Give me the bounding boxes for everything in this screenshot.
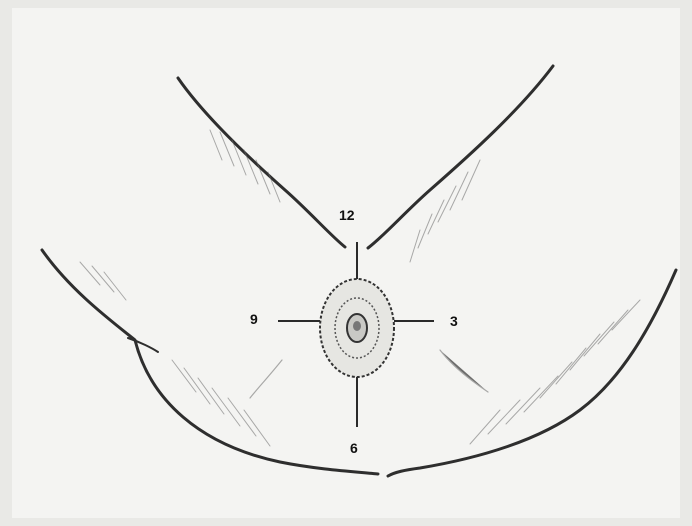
label-12-oclock: 12 [339,207,355,223]
label-6-oclock: 6 [350,440,358,456]
label-9-oclock: 9 [250,311,258,327]
paper-sheet [12,8,680,518]
anal-opening [320,279,394,377]
label-3-oclock: 3 [450,313,458,329]
